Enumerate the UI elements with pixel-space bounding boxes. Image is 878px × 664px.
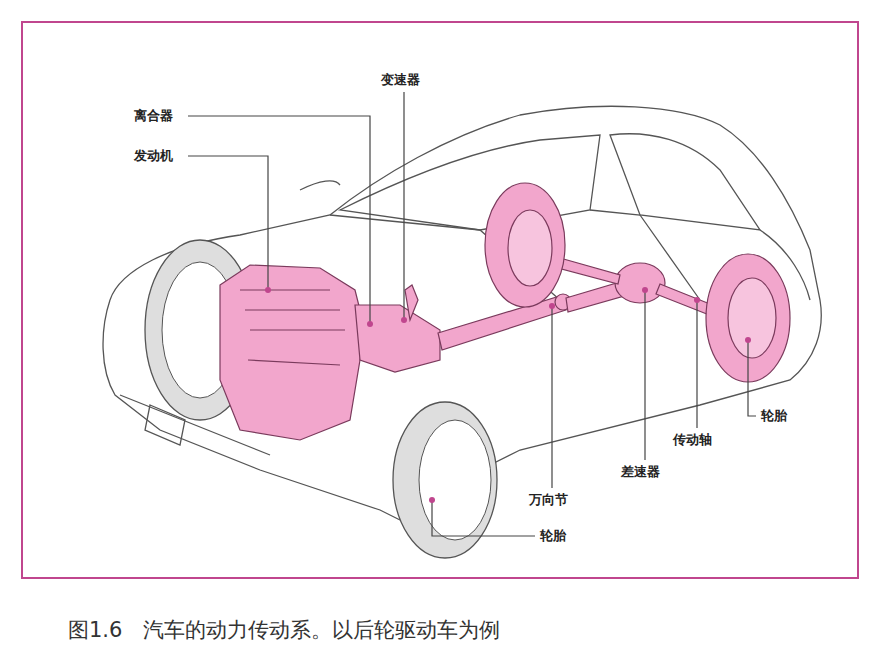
engine <box>220 265 365 440</box>
leader-lines <box>188 92 756 536</box>
rear-tire <box>485 183 565 307</box>
shift-lever <box>405 285 418 320</box>
propeller-shaft <box>438 296 566 350</box>
part-label: 离合器 <box>133 108 174 124</box>
leader-dots <box>265 287 751 503</box>
figure-caption: 图1.6 汽车的动力传动系。以后轮驱动车为例 <box>68 616 500 644</box>
part-label: 传动轴 <box>672 432 713 448</box>
front-tire <box>393 402 497 558</box>
differential <box>615 263 665 303</box>
front-rim <box>419 420 491 540</box>
part-label: 轮胎 <box>760 408 788 424</box>
drivetrain <box>220 183 790 440</box>
part-label: 差速器 <box>620 464 661 480</box>
transmission <box>355 305 440 372</box>
part-label: 轮胎 <box>539 528 567 544</box>
part-label: 发动机 <box>133 148 174 164</box>
frame <box>22 22 858 578</box>
axle <box>558 258 620 284</box>
part-label: 变速器 <box>380 72 421 88</box>
part-label: 万向节 <box>528 492 569 508</box>
